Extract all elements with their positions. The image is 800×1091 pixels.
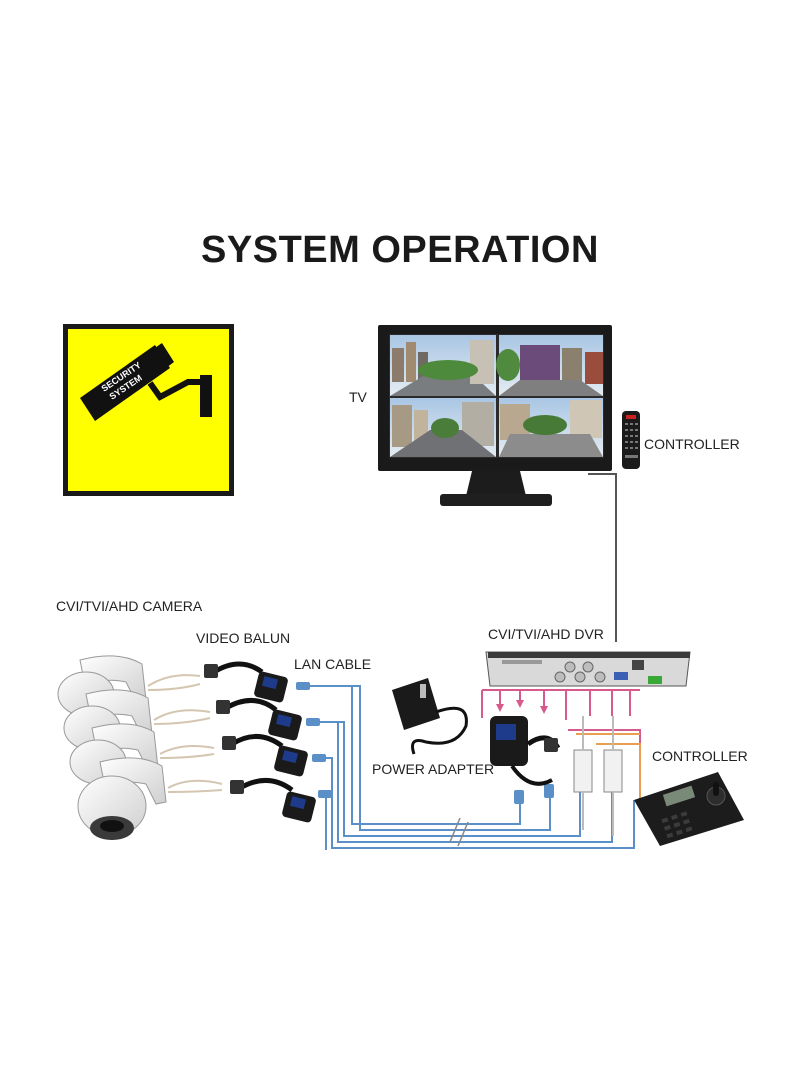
camera-group bbox=[57, 655, 167, 840]
cable-break-mark bbox=[449, 817, 469, 847]
controller-keyboard-label: CONTROLLER bbox=[652, 748, 748, 764]
lan-plugs bbox=[296, 682, 554, 804]
diagram-title: SYSTEM OPERATION bbox=[201, 229, 599, 271]
terminal-modules bbox=[573, 716, 623, 836]
video-balun-group bbox=[204, 661, 316, 823]
dvr-label: CVI/TVI/AHD DVR bbox=[488, 626, 604, 642]
controller-remote-label: CONTROLLER bbox=[644, 436, 740, 452]
hdmi-cable bbox=[588, 473, 617, 642]
camera-view-3 bbox=[390, 398, 496, 457]
video-balun-3 bbox=[222, 734, 308, 777]
dvr-bnc-ports bbox=[554, 661, 606, 683]
power-adapter bbox=[392, 678, 468, 755]
power-wires-orange bbox=[576, 733, 641, 800]
lan-cable-label: LAN CABLE bbox=[294, 656, 372, 672]
camera-view-1 bbox=[390, 335, 496, 396]
video-balun-label: VIDEO BALUN bbox=[196, 630, 291, 646]
video-balun-4 bbox=[230, 778, 316, 823]
ptz-balun bbox=[490, 716, 561, 786]
camera-label: CVI/TVI/AHD CAMERA bbox=[56, 598, 203, 614]
camera-view-4 bbox=[499, 398, 603, 457]
tv-monitor bbox=[378, 325, 612, 506]
tv-label: TV bbox=[349, 389, 367, 405]
video-balun-2 bbox=[216, 698, 302, 741]
power-adapter-label: POWER ADAPTER bbox=[372, 761, 495, 777]
security-sign: SECURITY SYSTEM bbox=[63, 324, 234, 496]
camera-view-2 bbox=[496, 335, 603, 396]
wire-arrows bbox=[496, 700, 548, 714]
ptz-camera-4 bbox=[77, 757, 167, 840]
camera-pigtails bbox=[147, 674, 223, 793]
ptz-keyboard-controller bbox=[634, 772, 744, 846]
video-balun-1 bbox=[204, 661, 288, 703]
remote-control bbox=[622, 411, 640, 469]
dvr-recorder bbox=[485, 651, 691, 687]
